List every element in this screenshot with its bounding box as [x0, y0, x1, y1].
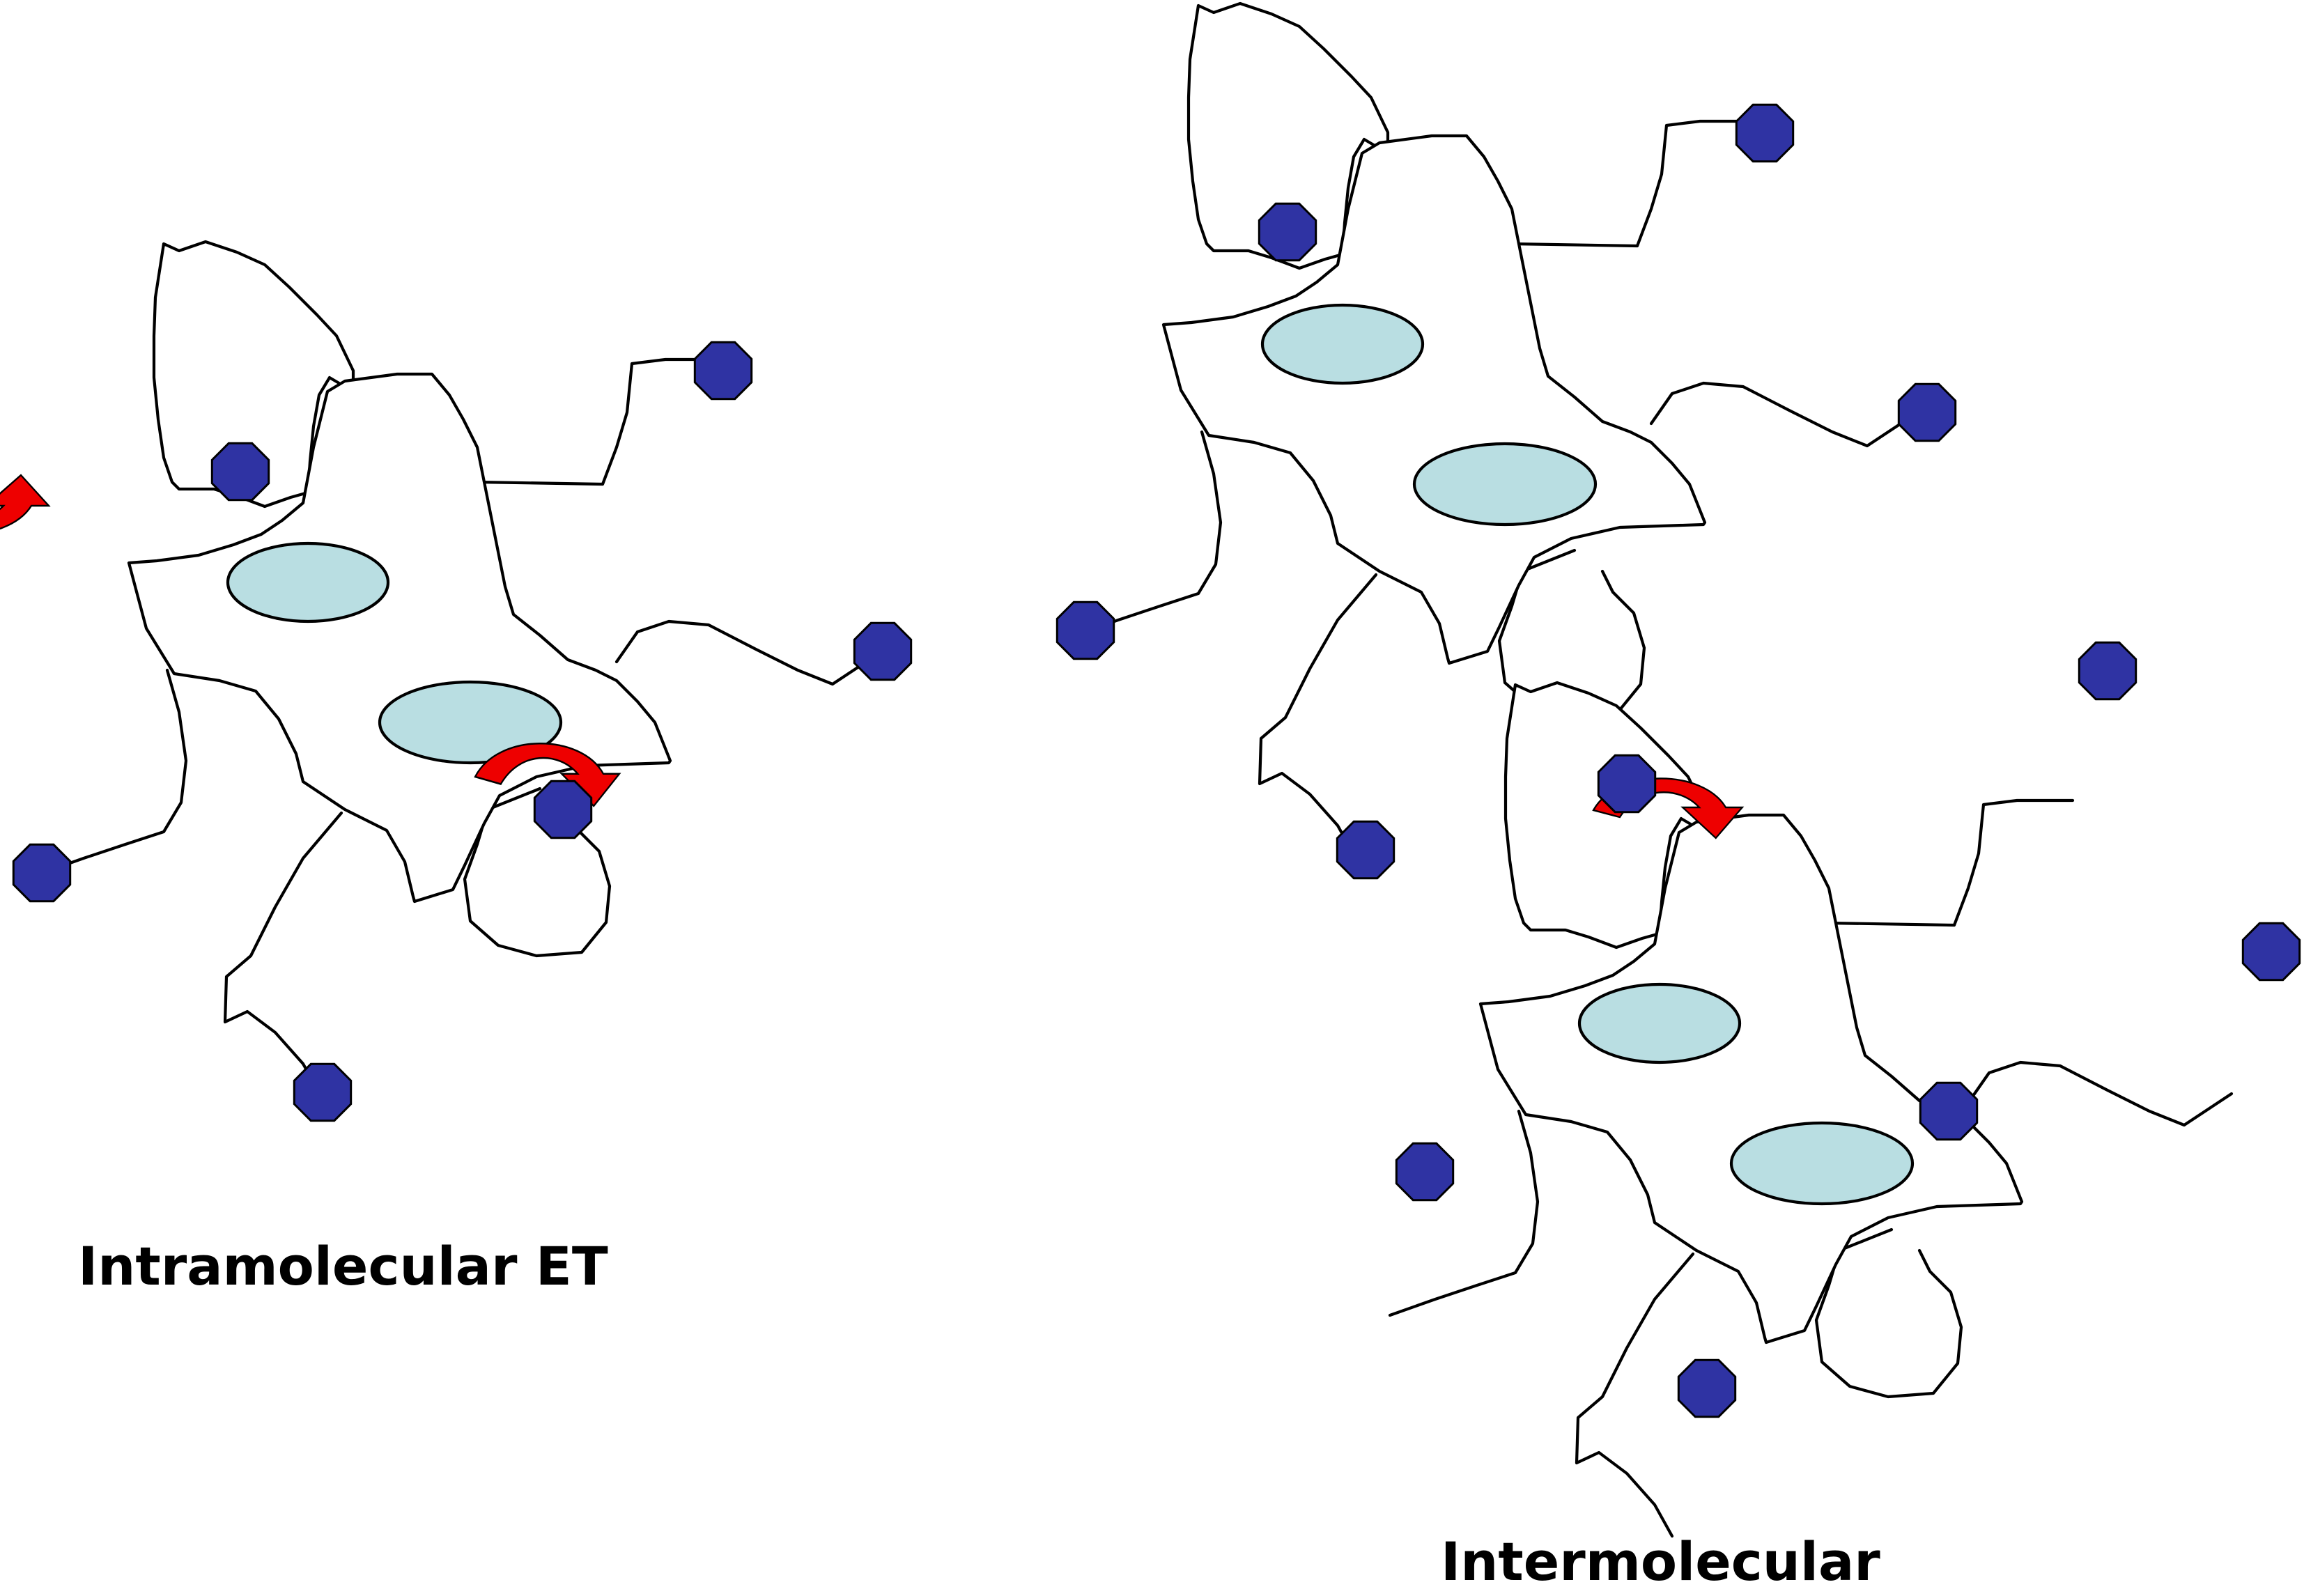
- bead-layer: [12, 103, 2301, 1418]
- redox-label-bead: [853, 621, 913, 681]
- redox-label-bead: [12, 843, 72, 903]
- redox-label-bead: [293, 1062, 353, 1122]
- electron-transfer-arrow: [0, 474, 50, 536]
- redox-label-bead: [1735, 103, 1795, 163]
- redox-label-bead: [1336, 820, 1395, 880]
- redox-label-bead: [2078, 641, 2137, 701]
- redox-label-bead: [1056, 601, 1115, 660]
- redox-label-bead: [533, 780, 593, 839]
- label-intermolecular: Intermolecular: [1441, 1531, 1880, 1593]
- redox-label-bead: [2241, 922, 2301, 982]
- redox-label-bead: [693, 341, 753, 401]
- redox-label-bead: [1897, 382, 1957, 442]
- molecule-intermolecular-lower: [1390, 683, 2232, 1536]
- label-intramolecular-et: Intramolecular ET: [78, 1235, 608, 1297]
- redox-label-bead: [1395, 1142, 1455, 1202]
- redox-label-bead: [1258, 202, 1317, 262]
- redox-label-bead: [1597, 754, 1657, 814]
- redox-label-bead: [210, 442, 270, 502]
- redox-label-bead: [1919, 1081, 1979, 1141]
- redox-label-bead: [1677, 1358, 1737, 1418]
